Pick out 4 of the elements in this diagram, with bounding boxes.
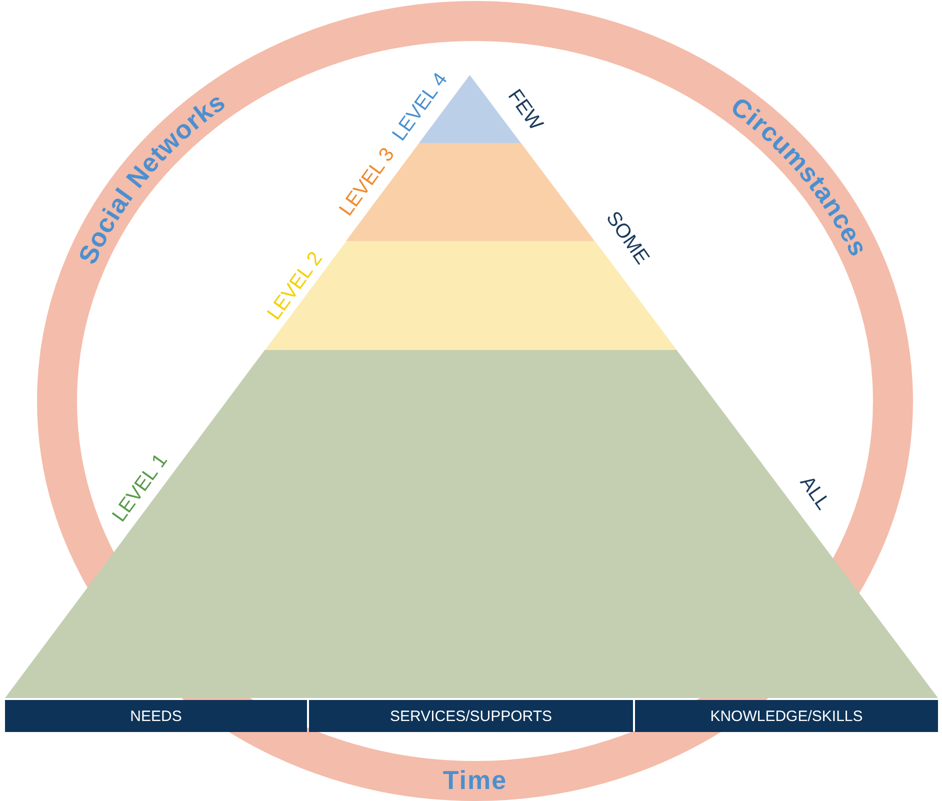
category-cell: KNOWLEDGE/SKILLS [635, 700, 938, 732]
category-cell: NEEDS [5, 700, 307, 732]
ring-label: Time [442, 765, 508, 795]
population-label: ALL [796, 472, 834, 514]
